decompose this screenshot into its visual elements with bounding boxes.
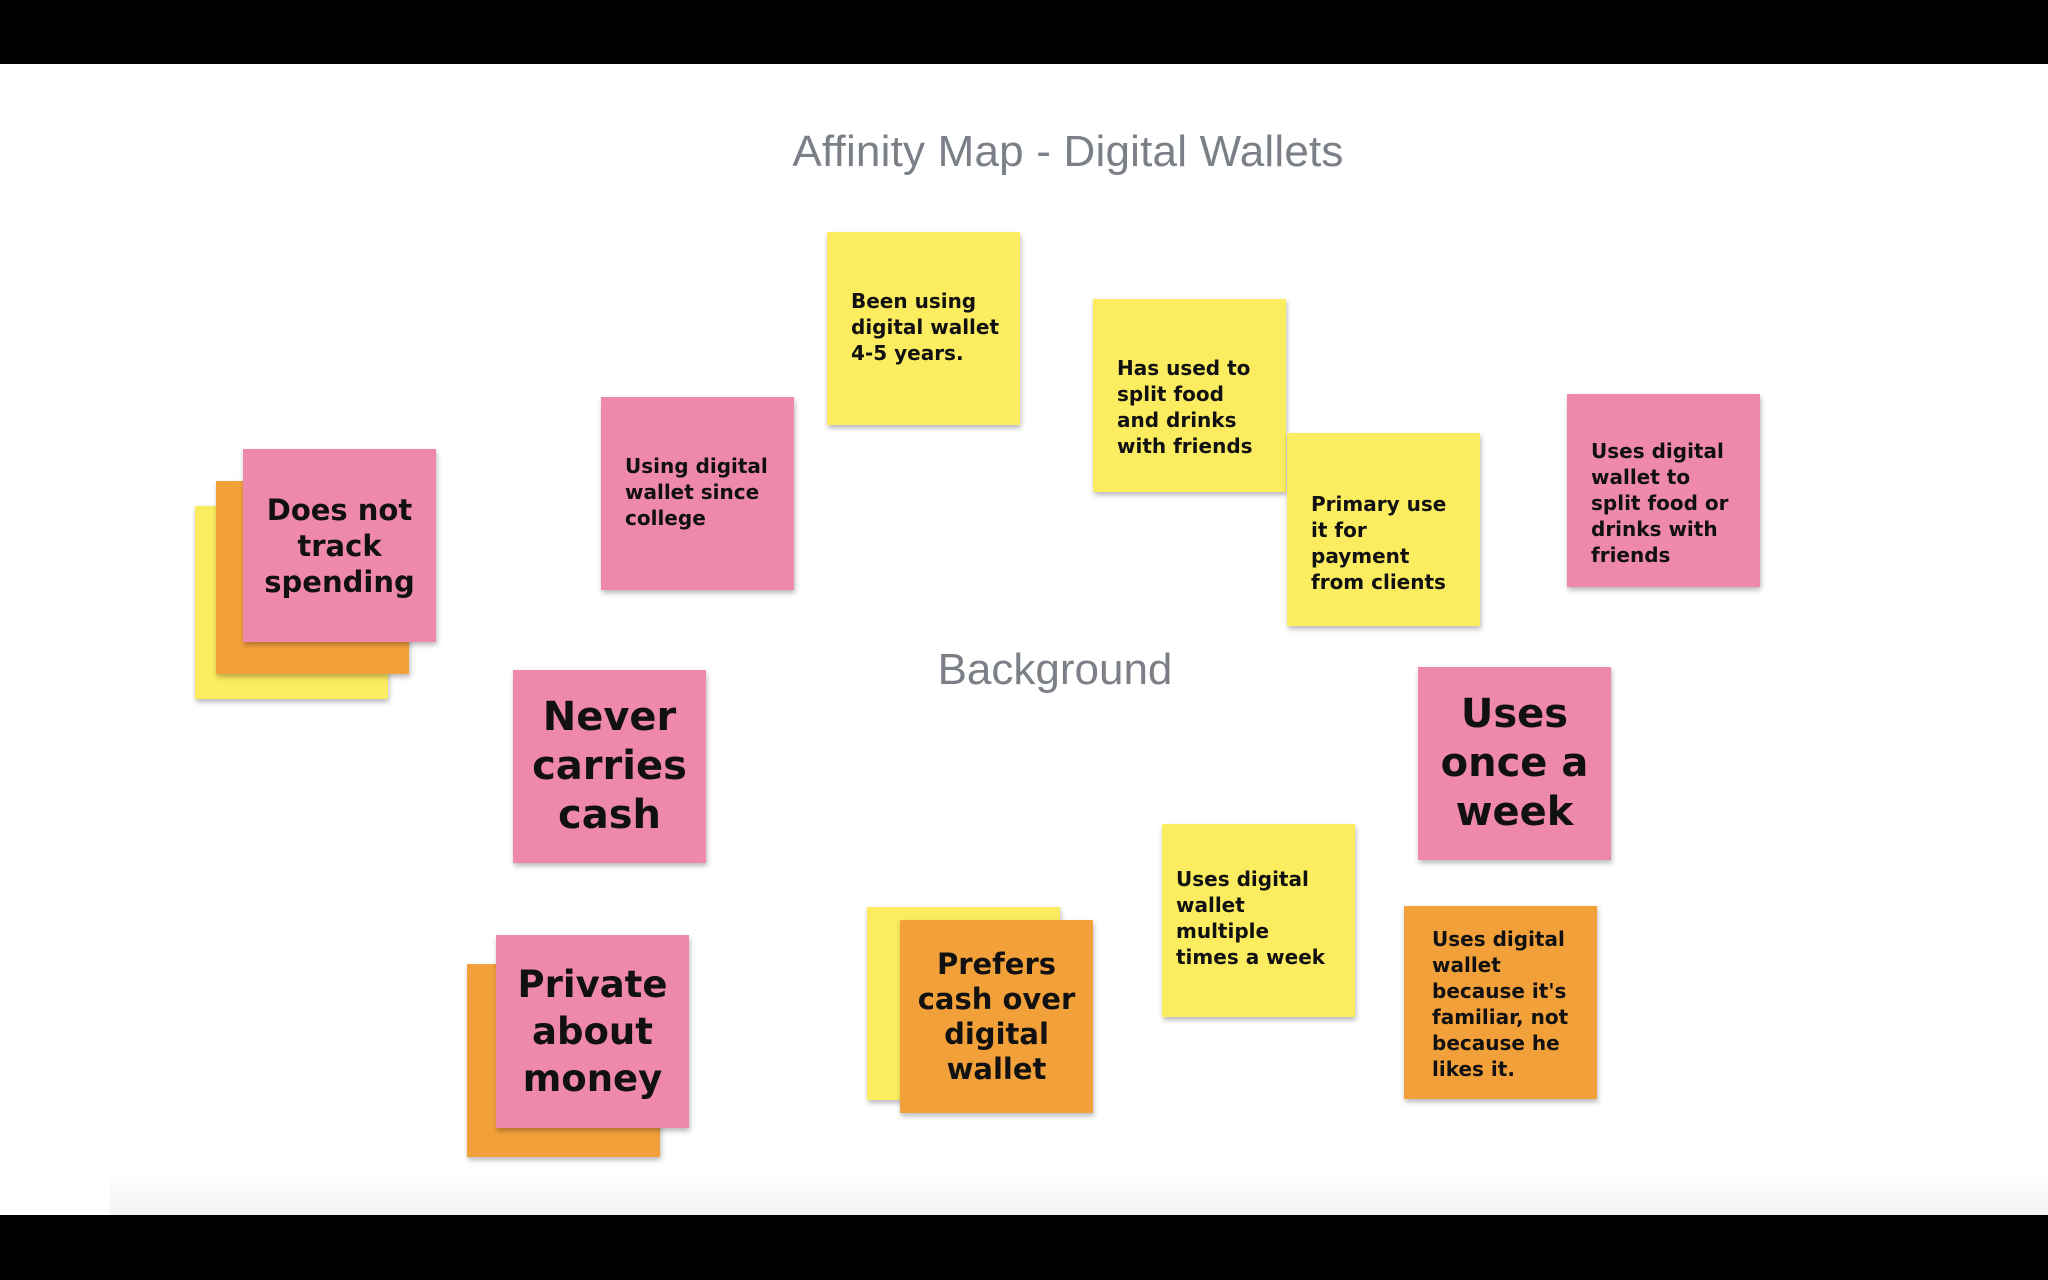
note-text: Has used to split food and drinks with f… [1117, 356, 1253, 458]
note-text: Prefers cash over digital wallet [917, 946, 1076, 1086]
note-text: Using digital wallet since college [625, 454, 768, 530]
board-title: Affinity Map - Digital Wallets [792, 127, 1344, 176]
note-text: Never carries cash [532, 694, 687, 838]
note-text: Primary use it for payment from clients [1311, 492, 1447, 594]
sticky-note-split-food-drinks[interactable]: Has used to split food and drinks with f… [1093, 299, 1286, 492]
sticky-note-payment-clients[interactable]: Primary use it for payment from clients [1287, 433, 1480, 626]
sticky-note-multiple-times[interactable]: Uses digital wallet multiple times a wee… [1162, 824, 1355, 1017]
note-text: Uses digital wallet to split food or dri… [1591, 439, 1729, 567]
sticky-note-never-carries-cash[interactable]: Never carries cash [513, 670, 706, 863]
sticky-note-been-using[interactable]: Been using digital wallet 4-5 years. [827, 232, 1020, 425]
whiteboard-canvas[interactable]: Affinity Map - Digital Wallets Been usin… [0, 64, 2048, 1215]
sticky-note-familiar[interactable]: Uses digital wallet because it's familia… [1404, 906, 1597, 1099]
note-text: Been using digital wallet 4-5 years. [851, 289, 1000, 365]
sticky-note-private-money[interactable]: Private about money [496, 935, 689, 1128]
note-text: Does not track spending [264, 492, 415, 599]
sticky-note-split-food-or-drinks[interactable]: Uses digital wallet to split food or dri… [1567, 394, 1760, 587]
sticky-note-once-a-week[interactable]: Uses once a week [1418, 667, 1611, 860]
canvas-bottom-edge [110, 1170, 2048, 1215]
sticky-note-prefers-cash[interactable]: Prefers cash over digital wallet [900, 920, 1093, 1113]
note-text: Private about money [517, 963, 668, 1100]
sticky-note-track-spending[interactable]: Does not track spending [243, 449, 436, 642]
note-text: Uses once a week [1440, 691, 1589, 835]
note-text: Uses digital wallet multiple times a wee… [1176, 867, 1326, 969]
cluster-label-background: Background [937, 645, 1173, 694]
note-text: Uses digital wallet because it's familia… [1432, 927, 1569, 1081]
sticky-note-since-college[interactable]: Using digital wallet since college [601, 397, 794, 590]
